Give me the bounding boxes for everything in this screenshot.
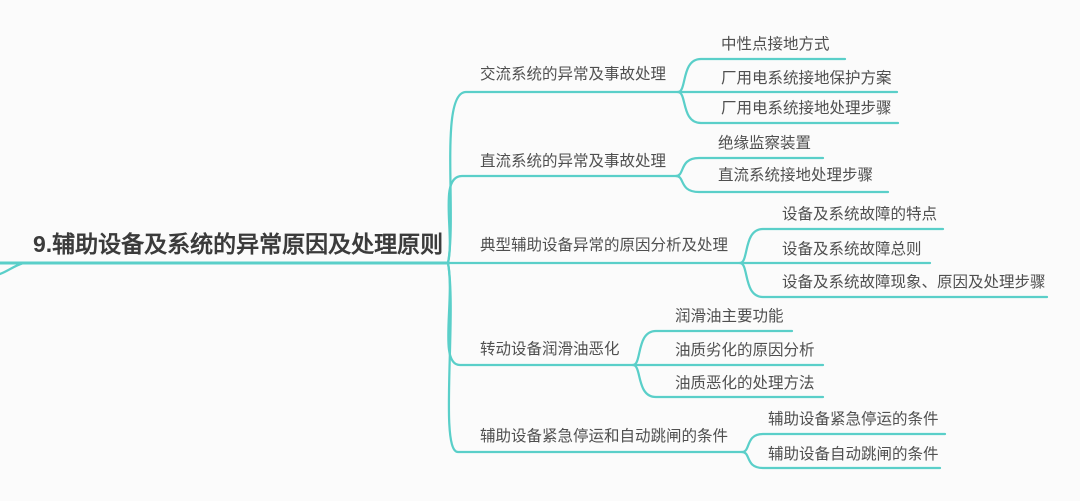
subtopic-2-2[interactable]: 直流系统接地处理步骤: [718, 167, 874, 185]
branch-topic-2[interactable]: 直流系统的异常及事故处理: [480, 153, 667, 171]
subtopic-1-2[interactable]: 厂用电系统接地保护方案: [721, 70, 892, 88]
branch-4-child-1-connector: [631, 329, 794, 367]
subtopic-3-2[interactable]: 设备及系统故障总则: [782, 241, 922, 259]
subtopic-1-3[interactable]: 厂用电系统接地处理步骤: [721, 100, 892, 118]
subtopic-4-1[interactable]: 润滑油主要功能: [675, 308, 784, 326]
subtopic-3-3[interactable]: 设备及系统故障现象、原因及处理步骤: [782, 274, 1046, 292]
subtopic-3-1[interactable]: 设备及系统故障的特点: [782, 206, 938, 224]
subtopic-5-2[interactable]: 辅助设备自动跳闸的条件: [768, 446, 939, 464]
subtopic-1-1[interactable]: 中性点接地方式: [721, 36, 830, 54]
branch-2-child-2-connector: [674, 174, 890, 194]
branch-topic-4[interactable]: 转动设备润滑油恶化: [480, 341, 620, 359]
branch-3-child-3-connector: [738, 261, 1049, 299]
branch-topic-3[interactable]: 典型辅助设备异常的原因分析及处理: [480, 237, 729, 255]
branch-topic-1[interactable]: 交流系统的异常及事故处理: [480, 66, 667, 84]
branch-5-child-2-connector: [740, 450, 942, 470]
branch-4-child-3-connector: [631, 363, 825, 399]
branch-topic-5[interactable]: 辅助设备紧急停运和自动跳闸的条件: [480, 428, 729, 446]
branch-1-child-3-connector: [676, 90, 900, 125]
subtopic-5-1[interactable]: 辅助设备紧急停运的条件: [768, 411, 939, 429]
root-left-tail: [0, 262, 24, 276]
subtopic-4-3[interactable]: 油质恶化的处理方法: [675, 375, 815, 393]
branch-5-connector: [446, 261, 744, 454]
root-topic[interactable]: 9.辅助设备及系统的异常原因及处理原则: [33, 230, 444, 257]
subtopic-2-1[interactable]: 绝缘监察装置: [718, 135, 812, 153]
subtopic-4-2[interactable]: 油质劣化的原因分析: [675, 342, 815, 360]
branch-3-child-1-connector: [738, 227, 945, 265]
branch-2-connector: [446, 174, 678, 265]
branch-1-child-1-connector: [676, 57, 847, 94]
